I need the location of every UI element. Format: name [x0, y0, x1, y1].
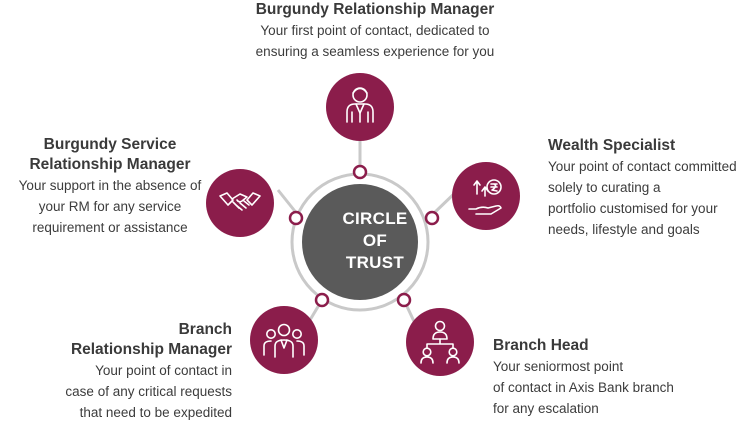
branch-relationship-manager-desc-line: Your point of contact in: [95, 363, 232, 378]
branch-head-desc-line: for any escalation: [493, 401, 599, 416]
node-branch-relationship-manager: [250, 306, 318, 374]
branch-head-info: Branch Head Your seniormost point of con…: [493, 336, 713, 419]
relationship-manager-desc-line: ensuring a seamless experience for you: [255, 44, 495, 59]
node-wealth-specialist: [452, 162, 520, 230]
relationship-manager-info: Burgundy Relationship Manager Your first…: [205, 0, 545, 62]
center-label-line2: OF: [362, 231, 388, 250]
service-relationship-manager-desc-line: Your support in the absence of: [18, 178, 202, 193]
handshake-icon: [219, 192, 261, 211]
relationship-manager-icon: [346, 87, 374, 123]
branch-relationship-manager-title-line: Branch: [178, 321, 232, 338]
node-service-relationship-manager: [206, 169, 274, 237]
service-relationship-manager-info: Burgundy Service Relationship Manager Yo…: [0, 135, 220, 238]
center-label-line3: TRUST: [345, 253, 405, 272]
branch-relationship-manager-title-line: Relationship Manager: [70, 341, 232, 358]
relationship-manager-title: Burgundy Relationship Manager: [255, 1, 495, 18]
wealth-specialist-desc-line: portfolio customised for your: [548, 201, 718, 216]
service-relationship-manager-title-line: Relationship Manager: [29, 156, 191, 173]
center-hub: [302, 184, 418, 300]
branch-head-desc-line: Your seniormost point: [493, 359, 624, 374]
branch-head-desc-line: of contact in Axis Bank branch: [493, 380, 674, 395]
service-relationship-manager-title-line: Burgundy Service: [43, 136, 177, 153]
wealth-specialist-title: Wealth Specialist: [548, 137, 676, 154]
hierarchy-icon: [420, 320, 460, 364]
service-relationship-manager-desc-line: requirement or assistance: [32, 220, 188, 235]
branch-head-title: Branch Head: [493, 337, 589, 354]
service-relationship-manager-desc-line: your RM for any service: [38, 199, 182, 214]
wealth-specialist-desc-line: needs, lifestyle and goals: [548, 222, 700, 237]
relationship-manager-desc-line: Your first point of contact, dedicated t…: [260, 23, 490, 38]
junction-dots: [288, 164, 440, 308]
wealth-specialist-desc-line: Your point of contact committed: [548, 159, 737, 174]
wealth-specialist-desc-line: solely to curating a: [548, 180, 661, 195]
team-icon: [263, 323, 305, 358]
branch-relationship-manager-info: Branch Relationship Manager Your point o…: [20, 320, 232, 423]
wealth-specialist-info: Wealth Specialist Your point of contact …: [548, 136, 748, 240]
node-branch-head: [406, 308, 474, 376]
center-label-line1: CIRCLE: [342, 209, 408, 228]
wealth-growth-icon: [468, 179, 502, 215]
branch-relationship-manager-desc-line: that need to be expedited: [79, 405, 232, 420]
branch-relationship-manager-desc-line: case of any critical requests: [65, 384, 232, 399]
node-relationship-manager: [326, 73, 394, 141]
center-label: CIRCLE OF TRUST: [318, 208, 432, 274]
